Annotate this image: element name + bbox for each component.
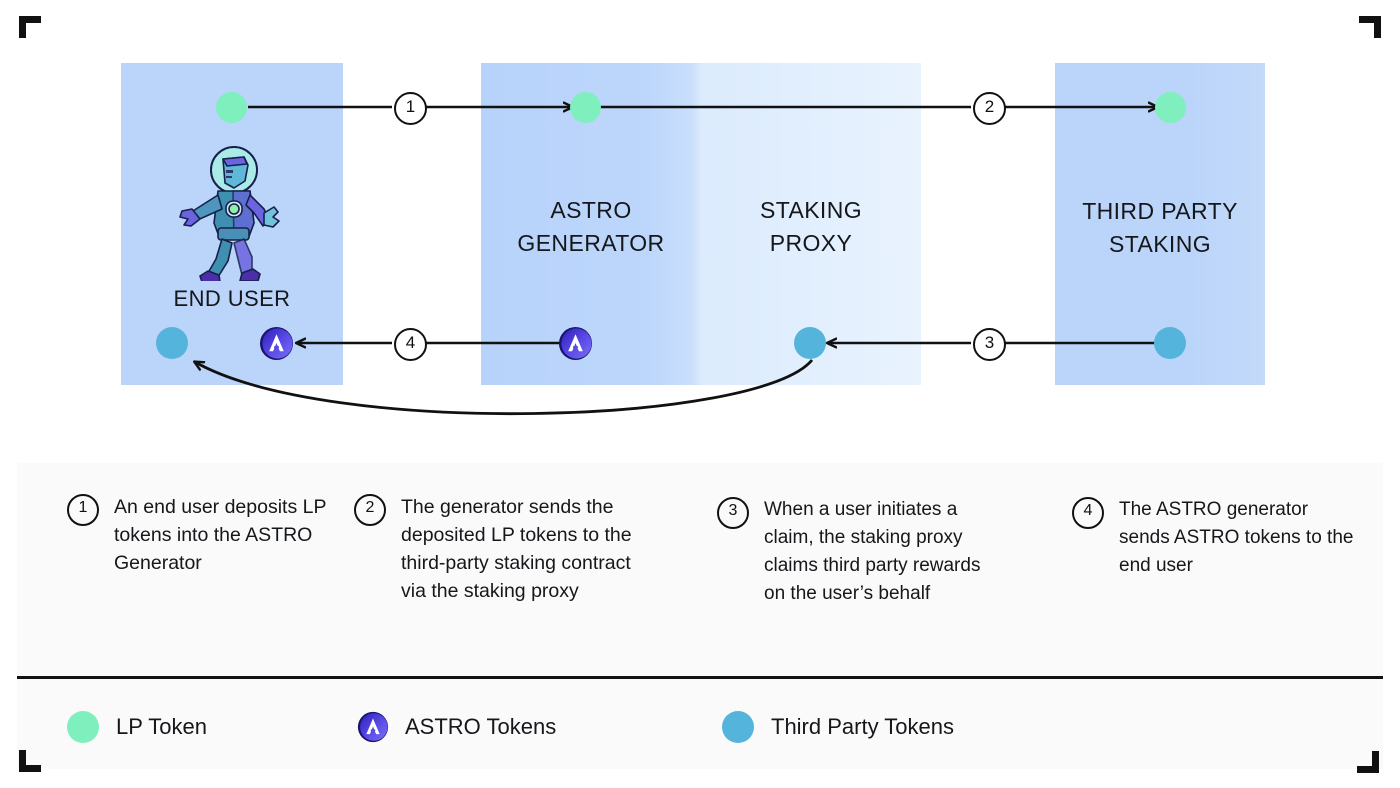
astro-token-icon (357, 711, 389, 743)
third-party-token-dot-third-party (1154, 327, 1186, 359)
caption-badge-1: 1 (67, 494, 99, 526)
third-party-token-dot-staking-proxy (794, 327, 826, 359)
caption-item-3: 3 When a user initiates a claim, the sta… (717, 496, 1002, 608)
flow-diagram: END USER ASTRO GENERATOR STAKING PROXY T… (0, 0, 1400, 416)
column-label-staking-proxy: STAKING PROXY (759, 197, 863, 256)
caption-row: 1 An end user deposits LP tokens into th… (17, 463, 1383, 676)
legend-label-lp-token: LP Token (116, 714, 207, 739)
lp-token-dot-end-user (216, 92, 247, 123)
crop-mark-top-right (1359, 16, 1381, 38)
caption-item-1: 1 An end user deposits LP tokens into th… (67, 493, 347, 577)
caption-badge-2: 2 (354, 494, 386, 526)
crop-mark-top-left (19, 16, 41, 38)
legend-row: LP Token ASTRO Tokens (17, 679, 1383, 769)
caption-text-2: The generator sends the deposited LP tok… (401, 496, 632, 602)
caption-text-1: An end user deposits LP tokens into the … (114, 496, 327, 574)
column-middle-group: ASTRO GENERATOR STAKING PROXY (481, 63, 921, 385)
step-marker-2: 2 (973, 92, 1006, 125)
column-label-wrapper: ASTRO GENERATOR STAKING PROXY (481, 194, 921, 293)
lp-token-dot-third-party (1155, 92, 1186, 123)
legend-item-astro-tokens: ASTRO Tokens (357, 711, 556, 743)
legend-label-astro-tokens: ASTRO Tokens (405, 714, 557, 739)
column-label-astro-generator: ASTRO GENERATOR (517, 197, 665, 256)
third-party-token-dot-end-user (156, 327, 188, 359)
caption-item-4: 4 The ASTRO generator sends ASTRO tokens… (1072, 496, 1362, 580)
column-label-third-party-staking: THIRD PARTY STAKING (1082, 198, 1238, 257)
step-marker-3: 3 (973, 328, 1006, 361)
flow-arrows (0, 0, 1400, 416)
column-label-end-user: END USER (173, 286, 291, 311)
caption-item-2: 2 The generator sends the deposited LP t… (354, 493, 634, 605)
legend-divider (17, 676, 1383, 679)
third-party-token-dot-icon (722, 711, 754, 743)
lp-token-dot-icon (67, 711, 99, 743)
legend-item-third-party-tokens: Third Party Tokens (722, 711, 954, 743)
astro-token-icon-astro-generator (558, 326, 593, 361)
lp-token-dot-astro-generator (570, 92, 601, 123)
legend-panel: 1 An end user deposits LP tokens into th… (17, 463, 1383, 769)
step-marker-1: 1 (394, 92, 427, 125)
caption-text-4: The ASTRO generator sends ASTRO tokens t… (1119, 499, 1354, 576)
step-marker-4: 4 (394, 328, 427, 361)
caption-badge-3: 3 (717, 497, 749, 529)
legend-item-lp-token: LP Token (67, 711, 207, 743)
caption-badge-4: 4 (1072, 497, 1104, 529)
astronaut-icon (178, 143, 288, 283)
astro-token-icon-end-user (259, 326, 294, 361)
crop-mark-bottom-left (19, 750, 41, 772)
caption-text-3: When a user initiates a claim, the staki… (764, 499, 981, 604)
crop-mark-bottom-right (1357, 751, 1379, 773)
legend-label-third-party-tokens: Third Party Tokens (771, 714, 955, 739)
